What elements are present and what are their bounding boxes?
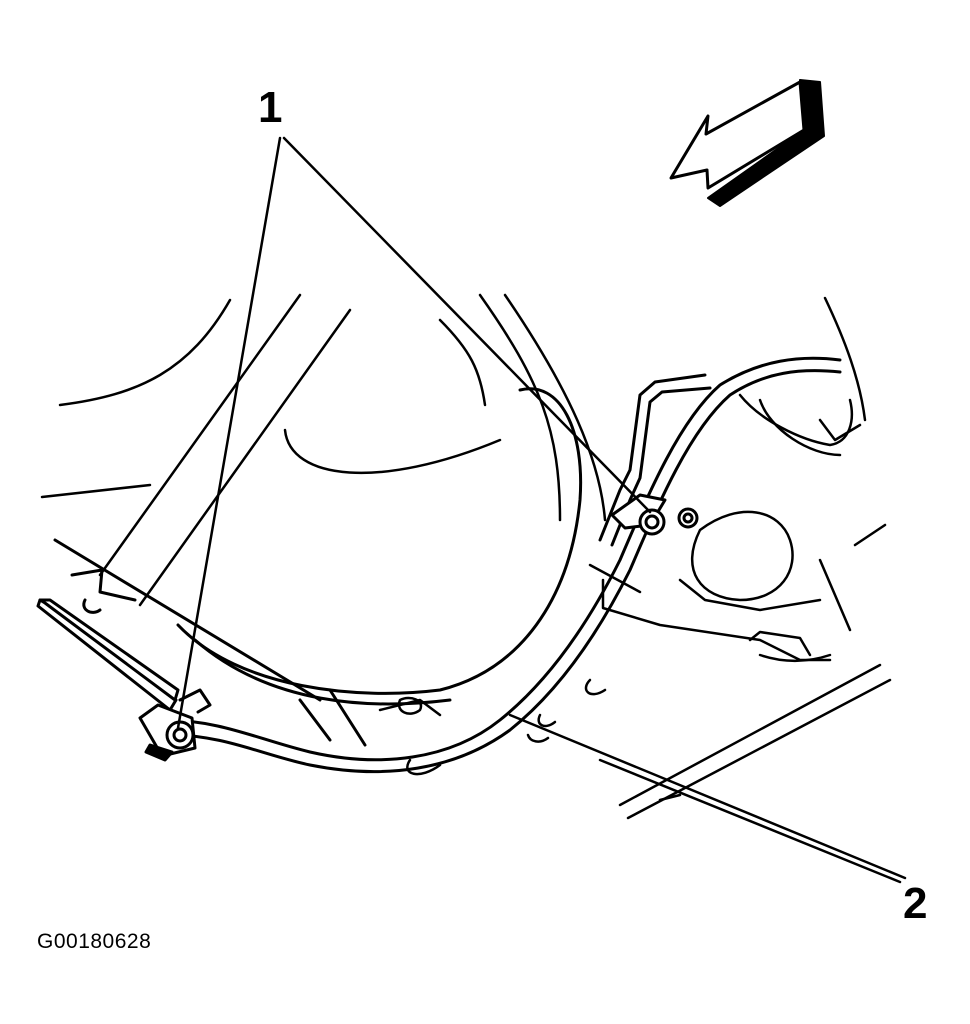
figure-id-label: G00180628: [37, 930, 152, 953]
leader-lines: [176, 136, 902, 884]
upper-clip-bolt: [610, 493, 699, 536]
curved-panel: [176, 387, 583, 747]
left-mount-rail: [36, 538, 322, 714]
transmission-components: [601, 393, 862, 663]
body-panel-lines: [40, 293, 887, 632]
callout-label-1: 1: [258, 83, 283, 132]
lower-clip-bolt: [138, 703, 197, 762]
floor-lines: [378, 663, 907, 880]
direction-arrow-icon: [669, 79, 825, 207]
callout-label-2: 2: [903, 879, 928, 928]
cooler-line-tube: [163, 356, 842, 774]
